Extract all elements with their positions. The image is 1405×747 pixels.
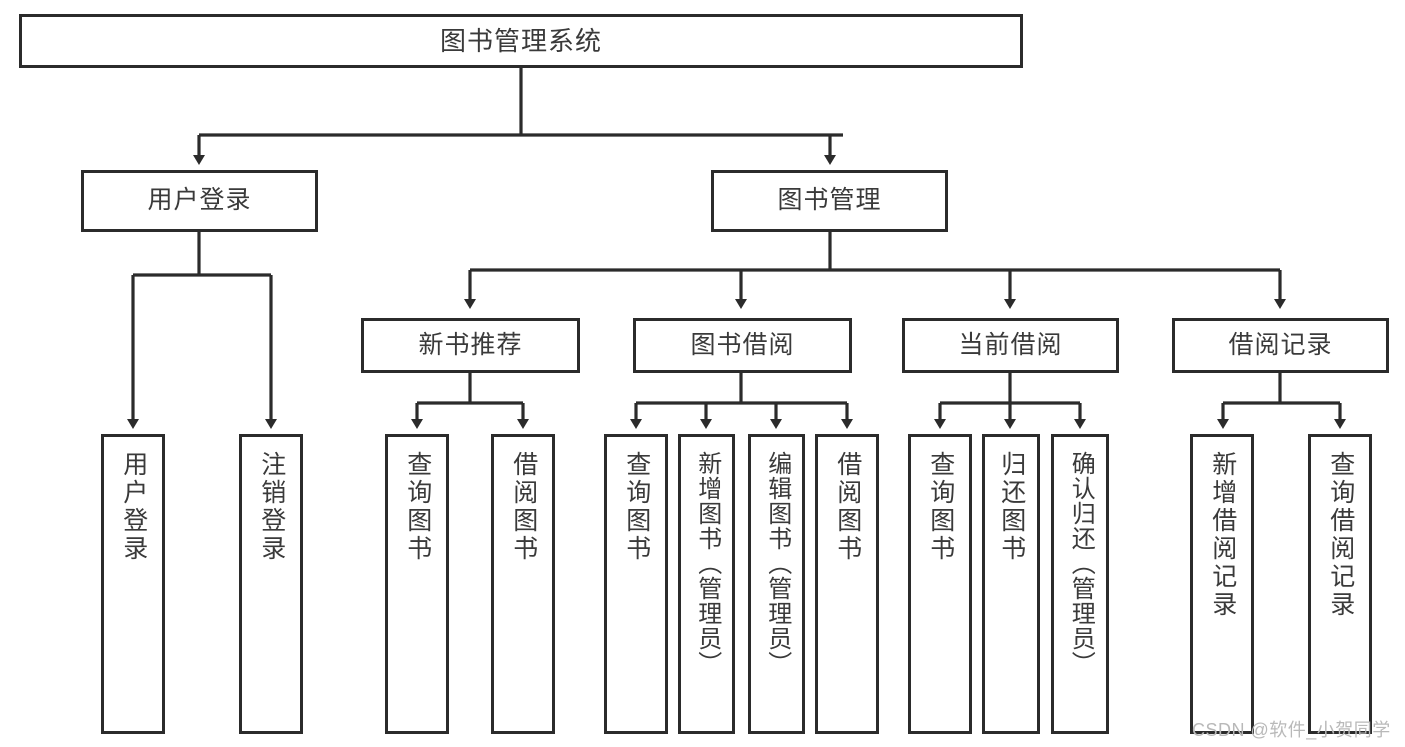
node-book-management-label: 图书管理: [777, 186, 882, 215]
node-confirm-return-label: 确认归还（管理员）: [1067, 451, 1095, 676]
node-current-borrow-label: 当前借阅: [958, 330, 1063, 359]
node-user-login-do[interactable]: 用户登录: [101, 434, 165, 734]
node-borrow-book-1-label: 借阅图书: [509, 451, 538, 563]
node-current-borrow[interactable]: 当前借阅: [902, 318, 1119, 373]
node-query-book-2[interactable]: 查询图书: [604, 434, 668, 734]
node-borrow-record[interactable]: 借阅记录: [1172, 318, 1389, 373]
node-user-logout[interactable]: 注销登录: [239, 434, 303, 734]
node-add-borrow-record-label: 新增借阅记录: [1208, 451, 1237, 619]
node-root-label: 图书管理系统: [439, 25, 602, 56]
node-new-book-recommend-label: 新书推荐: [418, 330, 523, 359]
node-borrow-book-1[interactable]: 借阅图书: [491, 434, 555, 734]
node-borrow-book-2[interactable]: 借阅图书: [815, 434, 879, 734]
node-borrow-book-2-label: 借阅图书: [833, 451, 862, 563]
node-query-book-2-label: 查询图书: [622, 451, 651, 563]
node-add-book[interactable]: 新增图书（管理员）: [678, 434, 735, 734]
watermark: CSDN @软件_小贺同学: [1192, 720, 1391, 740]
node-book-borrow[interactable]: 图书借阅: [633, 318, 852, 373]
node-book-borrow-label: 图书借阅: [690, 330, 795, 359]
node-query-borrow-record-label: 查询借阅记录: [1326, 451, 1355, 619]
node-new-book-recommend[interactable]: 新书推荐: [361, 318, 580, 373]
node-root[interactable]: 图书管理系统: [19, 14, 1023, 68]
node-query-book-1-label: 查询图书: [403, 451, 432, 563]
node-query-borrow-record[interactable]: 查询借阅记录: [1308, 434, 1372, 734]
node-user-login-do-label: 用户登录: [119, 451, 148, 563]
node-book-management[interactable]: 图书管理: [711, 170, 948, 232]
node-query-book-1[interactable]: 查询图书: [385, 434, 449, 734]
node-edit-book[interactable]: 编辑图书（管理员）: [748, 434, 805, 734]
node-user-login[interactable]: 用户登录: [81, 170, 318, 232]
node-borrow-record-label: 借阅记录: [1228, 330, 1333, 359]
node-add-borrow-record[interactable]: 新增借阅记录: [1190, 434, 1254, 734]
node-user-logout-label: 注销登录: [257, 451, 286, 563]
node-query-book-3[interactable]: 查询图书: [908, 434, 972, 734]
node-return-book[interactable]: 归还图书: [982, 434, 1040, 734]
node-edit-book-label: 编辑图书（管理员）: [763, 451, 791, 676]
node-user-login-label: 用户登录: [147, 186, 252, 215]
node-return-book-label: 归还图书: [997, 451, 1026, 563]
node-confirm-return[interactable]: 确认归还（管理员）: [1051, 434, 1109, 734]
node-add-book-label: 新增图书（管理员）: [693, 451, 721, 676]
node-query-book-3-label: 查询图书: [926, 451, 955, 563]
